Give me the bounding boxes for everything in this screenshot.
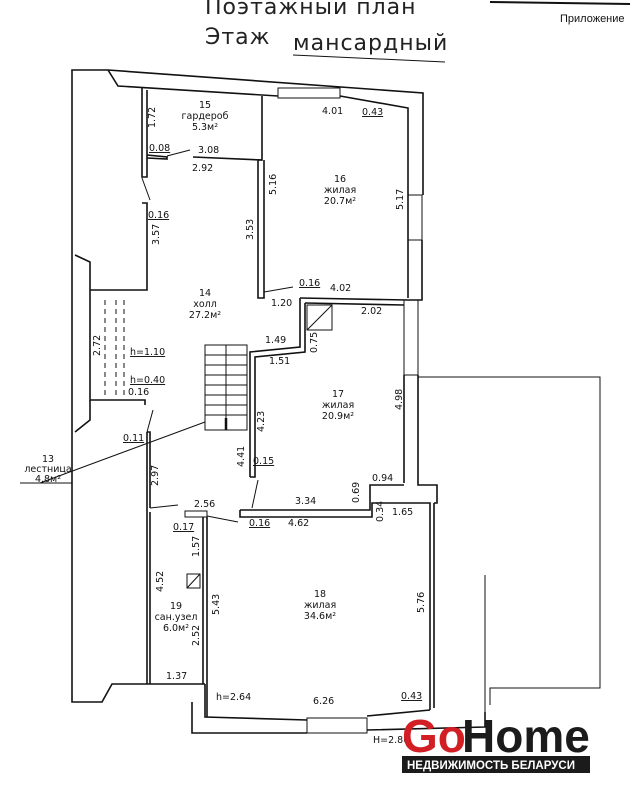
- dimension: 4.62: [288, 518, 309, 529]
- dimension: 3.08: [198, 145, 219, 156]
- svg-text:18: 18: [314, 589, 326, 600]
- svg-text:16: 16: [334, 174, 346, 185]
- svg-text:НЕДВИЖИМОСТЬ БЕЛАРУСИ: НЕДВИЖИМОСТЬ БЕЛАРУСИ: [407, 760, 575, 772]
- dimension: 0.17: [173, 522, 194, 533]
- svg-text:жилая: жилая: [304, 600, 336, 611]
- dimension: 0.75: [309, 332, 320, 353]
- dimension: 0.16: [128, 387, 149, 398]
- appendix-label: Приложение: [560, 13, 625, 25]
- svg-text:лестница: лестница: [24, 464, 71, 475]
- dimension: 4.52: [155, 571, 166, 592]
- dimension: 6.26: [313, 696, 334, 707]
- floor-name-underline: [292, 54, 446, 63]
- room-17: 17 жилая 20.9м²: [322, 389, 354, 422]
- plan-title-line1: Поэтажный план: [205, 0, 417, 20]
- dimension: 1.51: [269, 356, 290, 367]
- room-14: 14 холл 27.2м²: [189, 288, 221, 321]
- dimension: 5.43: [211, 594, 222, 615]
- dimension: 0.15: [253, 456, 274, 467]
- dimension-labels: 1.72 0.08 3.08 2.92 0.16 3.57 5.16 3.53 …: [92, 106, 427, 746]
- dimension: 2.56: [194, 499, 215, 510]
- dimension: 1.72: [147, 107, 158, 128]
- dimension: 0.34: [375, 501, 386, 522]
- room-13: 13 лестница 4.8м²: [24, 454, 71, 485]
- dimension: 0.69: [351, 482, 362, 503]
- dimension: 0.16: [299, 278, 320, 289]
- room-18: 18 жилая 34.6м²: [304, 589, 336, 622]
- staircase: [204, 344, 248, 431]
- header-rule: [489, 1, 631, 5]
- svg-text:15: 15: [199, 100, 211, 111]
- room-19: 19 сан.узел 6.0м²: [155, 601, 198, 634]
- svg-text:сан.узел: сан.узел: [155, 612, 198, 623]
- dimension: h=1.10: [130, 347, 165, 358]
- dimension: 1.20: [271, 298, 292, 309]
- svg-text:жилая: жилая: [322, 400, 354, 411]
- dimension: 1.57: [191, 536, 202, 557]
- gohome-logo: Go Home НЕДВИЖИМОСТЬ БЕЛАРУСИ: [402, 710, 590, 773]
- dimension: 0.16: [148, 210, 169, 221]
- svg-text:14: 14: [199, 288, 211, 299]
- dimension: 5.16: [268, 174, 279, 195]
- dimension: 2.97: [150, 465, 161, 486]
- walls: [20, 69, 601, 734]
- dimension: 5.17: [395, 189, 406, 210]
- svg-text:13: 13: [42, 454, 54, 465]
- dimension: 4.41: [236, 446, 247, 467]
- svg-text:Home: Home: [462, 710, 590, 762]
- dimension: 1.49: [265, 335, 286, 346]
- dimension: 4.98: [394, 389, 405, 410]
- dimension: 2.72: [92, 335, 103, 356]
- dimension: H=2.86: [373, 735, 409, 746]
- svg-text:34.6м²: 34.6м²: [304, 611, 336, 622]
- dimension: 4.01: [322, 106, 343, 117]
- dimension: 5.76: [416, 592, 427, 613]
- svg-text:20.9м²: 20.9м²: [322, 411, 354, 422]
- dimension: 1.37: [166, 671, 187, 682]
- svg-text:17: 17: [332, 389, 344, 400]
- svg-text:4.8м²: 4.8м²: [35, 474, 61, 485]
- svg-text:гардероб: гардероб: [182, 111, 229, 122]
- dimension: 0.11: [123, 433, 144, 444]
- svg-text:19: 19: [170, 601, 182, 612]
- dimension: 4.02: [330, 283, 351, 294]
- svg-text:холл: холл: [193, 299, 217, 310]
- dimension: 2.52: [191, 625, 202, 646]
- room-16: 16 жилая 20.7м²: [324, 174, 356, 207]
- svg-text:6.0м²: 6.0м²: [163, 623, 189, 634]
- dimension: 0.43: [362, 107, 383, 118]
- dimension: 4.23: [256, 411, 267, 432]
- dimension: 0.94: [372, 473, 393, 484]
- dimension: 3.53: [245, 219, 256, 240]
- dimension: 1.65: [392, 507, 413, 518]
- dimension: h=0.40: [130, 375, 165, 386]
- svg-text:5.3м²: 5.3м²: [192, 122, 218, 133]
- dimension: 3.57: [151, 224, 162, 245]
- svg-text:Go: Go: [402, 710, 466, 762]
- svg-text:жилая: жилая: [324, 185, 356, 196]
- plan-floor-name: мансардный: [293, 31, 448, 56]
- dimension: h=2.64: [216, 692, 251, 703]
- dimension: 0.08: [149, 143, 170, 154]
- svg-text:20.7м²: 20.7м²: [324, 196, 356, 207]
- dimension: 2.02: [361, 306, 382, 317]
- svg-text:27.2м²: 27.2м²: [189, 310, 221, 321]
- room-15: 15 гардероб 5.3м²: [182, 100, 229, 133]
- dimension: 0.16: [249, 518, 270, 529]
- plan-title-prefix: Этаж: [205, 25, 270, 50]
- dimension: 3.34: [295, 496, 316, 507]
- dimension: 0.43: [401, 691, 422, 702]
- dimension: 2.92: [192, 163, 213, 174]
